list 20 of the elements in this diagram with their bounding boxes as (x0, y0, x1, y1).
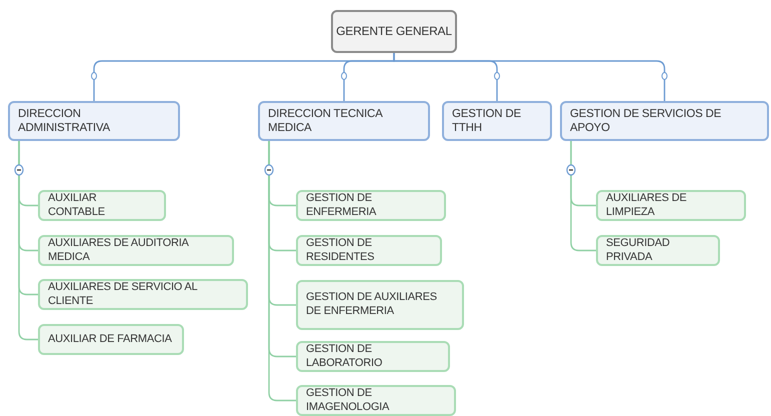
unit-box: SEGURIDAD PRIVADA (596, 235, 720, 266)
unit-box: AUXILIAR CONTABLE (38, 190, 166, 221)
connector-line (570, 141, 596, 252)
unit-box: AUXILIAR DE FARMACIA (38, 324, 184, 355)
connector-line (18, 141, 38, 340)
connector-line (268, 141, 296, 402)
connector-line (393, 53, 666, 101)
unit-box: AUXILIARES DE SERVICIO AL CLIENTE (38, 279, 248, 310)
unit-box: GESTION DE AUXILIARES DE ENFERMERIA (296, 280, 464, 330)
unit-box: AUXILIARES DE AUDITORIA MEDICA (38, 235, 234, 266)
department-box: GESTION DE SERVICIOS DE APOYO (560, 101, 769, 141)
unit-box: AUXILIARES DE LIMPIEZA (596, 190, 746, 221)
unit-box: GESTION DE IMAGENOLOGIA (296, 385, 456, 416)
unit-box: GESTION DE RESIDENTES (296, 235, 442, 266)
root-box: GERENTE GENERAL (331, 10, 457, 53)
department-box: GESTION DE TTHH (442, 101, 552, 141)
department-box: DIRECCION ADMINISTRATIVA (8, 101, 180, 141)
department-box: DIRECCION TECNICA MEDICA (258, 101, 430, 141)
unit-box: GESTION DE LABORATORIO (296, 341, 450, 372)
unit-box: GESTION DE ENFERMERIA (296, 190, 446, 221)
